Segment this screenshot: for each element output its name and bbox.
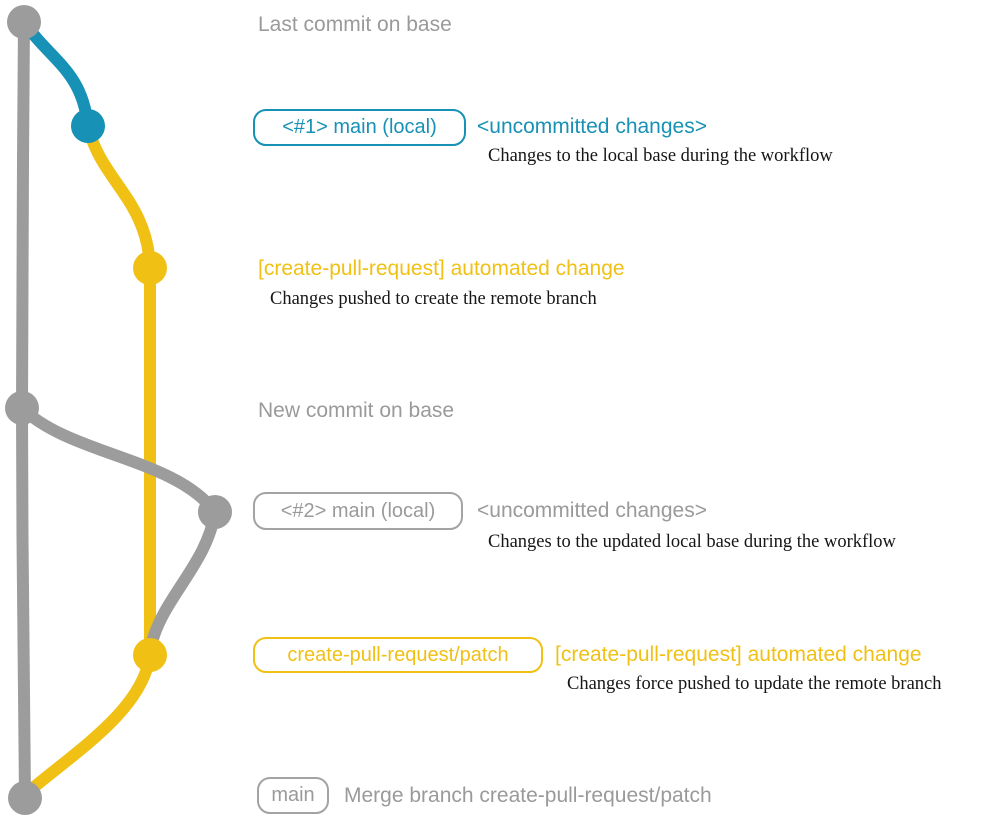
commit-description-uncommitted-changes-2: Changes to the updated local base during… xyxy=(488,532,896,552)
commit-dot-automated-change-1 xyxy=(133,251,167,285)
commit-description-uncommitted-changes-1: Changes to the local base during the wor… xyxy=(488,146,833,166)
label-new-commit-on-base: New commit on base xyxy=(258,399,455,422)
commit-dot-last-commit-on-base xyxy=(7,5,41,39)
commit-title-automated-change-2: [create-pull-request] automated change xyxy=(555,643,922,666)
branch-curve-local-main-1 xyxy=(18,16,94,132)
branch-badge-main-local-1: <#1> main (local) xyxy=(253,109,466,146)
label-last-commit-on-base: Last commit on base xyxy=(258,13,452,36)
commit-dot-automated-change-2 xyxy=(133,638,167,672)
commit-title-uncommitted-changes-1: <uncommitted changes> xyxy=(477,115,707,138)
branch-curve-rebase-to-patch xyxy=(145,506,221,652)
branch-badge-main: main xyxy=(257,777,329,814)
branch-badge-label: <#1> main (local) xyxy=(282,116,437,138)
branch-badge-create-pull-request-patch: create-pull-request/patch xyxy=(253,637,543,673)
branch-badge-label: main xyxy=(271,784,315,806)
commit-dot-new-commit-on-base xyxy=(5,391,39,425)
branch-badge-label: create-pull-request/patch xyxy=(287,643,509,666)
commit-dot-uncommitted-changes-1 xyxy=(71,109,105,143)
commit-title-automated-change-1: [create-pull-request] automated change xyxy=(258,257,625,280)
commit-title-uncommitted-changes-2: <uncommitted changes> xyxy=(477,499,707,522)
commit-description-automated-change-1: Changes pushed to create the remote bran… xyxy=(270,289,597,309)
branch-curve-local-main-2 xyxy=(16,402,221,518)
branch-badge-label: <#2> main (local) xyxy=(280,499,436,522)
branch-badge-main-local-2: <#2> main (local) xyxy=(253,492,463,530)
branch-curve-patch-1 xyxy=(82,120,156,274)
commit-dot-merge-commit xyxy=(8,781,42,815)
label-merge-commit-message: Merge branch create-pull-request/patch xyxy=(344,784,712,807)
commit-description-automated-change-2: Changes force pushed to update the remot… xyxy=(567,674,942,694)
commit-dot-uncommitted-changes-2 xyxy=(198,495,232,529)
branch-curve-merge-to-base xyxy=(21,649,156,799)
